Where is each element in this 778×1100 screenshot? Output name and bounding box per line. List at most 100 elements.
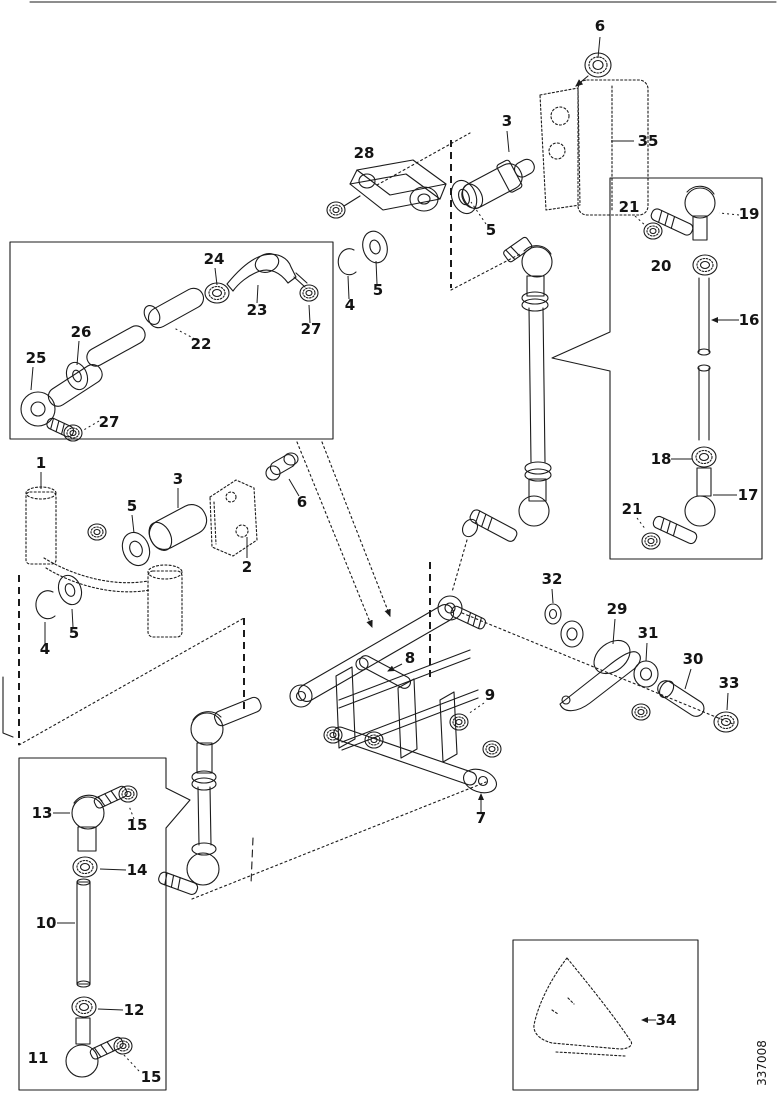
part-link-left-detail: [65, 785, 128, 1078]
part-nut-14: [72, 856, 98, 878]
callout-28-3: 28: [354, 144, 375, 162]
left-margin-mark: [2, 676, 14, 738]
part-nut-lever: [631, 703, 651, 721]
callout-leader-5-21: [131, 514, 135, 534]
part-cylinder-1b-phantom: [147, 564, 183, 638]
callout-19-6: 19: [739, 205, 760, 223]
callout-leader-15-37: [128, 805, 135, 820]
callout-leader-4-16: [347, 275, 350, 300]
callout-7-35: 7: [476, 809, 486, 827]
callout-5-26: 5: [69, 624, 79, 642]
callout-4-16: 4: [345, 296, 355, 314]
part-nut-24: [204, 282, 230, 304]
callout-18-23: 18: [651, 450, 672, 468]
part-nut-frame-b: [364, 731, 384, 749]
callout-leader-30-32: [684, 668, 692, 690]
detail-box-tie-rod: [9, 241, 334, 440]
callout-leader-26-12: [76, 340, 80, 366]
part-bushing-3-top: [461, 158, 535, 210]
callout-leader-31-30: [645, 642, 648, 662]
part-tube-22: [86, 287, 205, 367]
callout-leader-5-15: [375, 260, 378, 285]
callout-2-22: 2: [242, 558, 252, 576]
callout-5-15: 5: [373, 281, 383, 299]
callout-leader-29-29: [612, 618, 616, 645]
assembled-link-left: [158, 696, 262, 895]
detail-box-gusset: [512, 939, 699, 1091]
part-washer-32: [544, 603, 584, 648]
central-linkage: [289, 595, 498, 794]
part-washer-26: [65, 361, 89, 391]
callout-15-37: 15: [127, 816, 148, 834]
part-link-right-detail: [650, 185, 716, 545]
callout-22-13: 22: [191, 335, 212, 353]
part-washer-5-left: [121, 531, 151, 567]
part-nut-9: [449, 713, 469, 731]
callout-leader-25-14: [30, 366, 34, 391]
part-nut-21-top: [643, 222, 663, 240]
part-nut-12: [71, 996, 97, 1018]
part-bar-phantom: [43, 557, 151, 593]
callout-leader-33-33: [726, 692, 729, 711]
part-stud-6-left: [265, 452, 299, 481]
callout-leader-6-0: [597, 36, 601, 59]
callout-24-7: 24: [204, 250, 225, 268]
callout-15-42: 15: [141, 1068, 162, 1086]
callout-10-39: 10: [36, 914, 57, 932]
callout-23-9: 23: [247, 301, 268, 319]
part-nut-frame-a: [323, 726, 343, 744]
part-clip-4-left: [35, 590, 56, 620]
callout-6-0: 6: [595, 17, 605, 35]
callout-5-4: 5: [486, 221, 496, 239]
part-gusset-34-phantom: [533, 957, 633, 1057]
part-lever-29: [559, 639, 641, 712]
callout-3-19: 3: [173, 470, 183, 488]
part-bushing-31: [633, 660, 659, 688]
part-nut-18: [691, 446, 717, 468]
part-bushing-3-left: [148, 504, 208, 551]
callout-32-28: 32: [542, 570, 563, 588]
part-nut-33: [713, 711, 739, 733]
callout-1-18: 1: [36, 454, 46, 472]
figure-number: 337008: [755, 1040, 769, 1086]
callout-8-31: 8: [405, 649, 415, 667]
callout-leader-23-9: [256, 284, 259, 304]
assembled-link-center: [461, 236, 553, 542]
callout-leader-24-7: [214, 267, 218, 286]
callout-26-12: 26: [71, 323, 92, 341]
callout-30-32: 30: [683, 650, 704, 668]
callout-27-11: 27: [301, 320, 322, 338]
part-ball-joint-25: [20, 364, 103, 438]
callout-4-27: 4: [40, 640, 50, 658]
part-clip-4-mid: [337, 248, 357, 276]
callout-leader-21-5: [634, 215, 647, 227]
part-bracket-35-phantom: [539, 79, 649, 216]
callout-13-36: 13: [32, 804, 53, 822]
callout-33-33: 33: [719, 674, 740, 692]
callout-34-43: 34: [656, 1011, 677, 1029]
part-nut-27-right: [299, 284, 319, 302]
callout-14-38: 14: [127, 861, 148, 879]
part-nut-15-top: [118, 785, 138, 803]
callout-27-17: 27: [99, 413, 120, 431]
part-nut-left-mid: [87, 523, 107, 541]
part-bell-crank-28: [343, 159, 447, 212]
callout-3-1: 3: [502, 112, 512, 130]
callout-leader-9-34: [467, 702, 485, 715]
detail-box-link-right: [551, 177, 763, 560]
callout-21-5: 21: [619, 198, 640, 216]
callout-leader-5-26: [71, 608, 74, 628]
callout-leader-15-42: [122, 1053, 140, 1072]
part-cylinder-1-phantom: [25, 486, 57, 565]
callout-35-2: 35: [638, 132, 659, 150]
part-washer-5-top: [450, 179, 478, 215]
callout-16-10: 16: [739, 311, 760, 329]
callout-leader-27-17: [81, 420, 100, 432]
part-nut-28-stud: [326, 201, 346, 219]
part-washer-5-mid: [362, 230, 388, 264]
callout-leader-8-31: [387, 663, 403, 672]
callout-leader-19-6: [718, 212, 740, 216]
callout-12-40: 12: [124, 1001, 145, 1019]
part-arm-23: [226, 253, 308, 292]
